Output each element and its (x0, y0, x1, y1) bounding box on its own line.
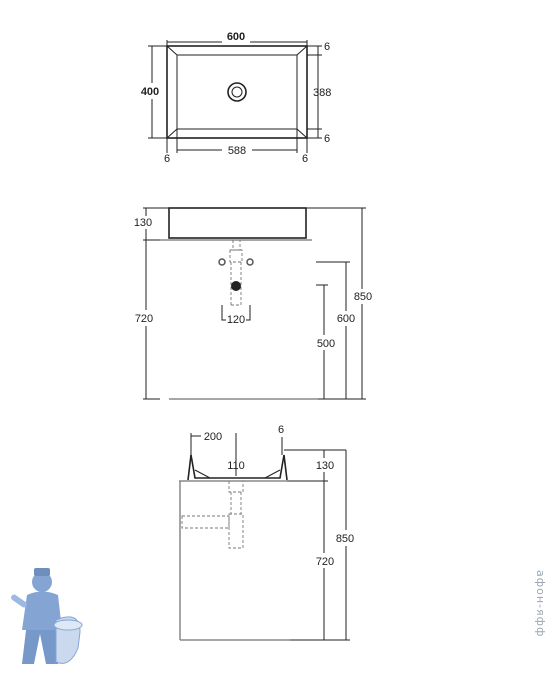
dim-basin-130-side: 130 (316, 460, 334, 472)
dim-rim-bottom: 6 (324, 133, 330, 145)
dim-height-850-side: 850 (336, 533, 354, 545)
dim-drain-110: 110 (227, 460, 245, 472)
front-view: 120 130 720 500 600 850 (134, 207, 372, 400)
drain-icon (227, 82, 247, 102)
dim-width-600: 600 (227, 31, 245, 43)
dim-basin-130: 130 (134, 217, 152, 229)
basin-front (168, 207, 307, 239)
watermark-text: афон-яфф (534, 570, 547, 638)
dim-rim-left: 6 (164, 153, 170, 165)
dim-depth-200: 200 (204, 431, 222, 443)
dim-inner-388: 388 (313, 87, 331, 99)
dim-rim-6: 6 (278, 424, 284, 436)
basin-side-profile (190, 454, 285, 479)
top-view: 600 400 6 388 6 588 6 6 (141, 31, 332, 165)
basin-outer-outline (166, 45, 308, 139)
wall-fixing-left-icon (218, 258, 226, 266)
dim-waste-120: 120 (227, 314, 245, 326)
dim-counter-720: 720 (135, 313, 153, 325)
side-view: 200 6 110 130 720 850 (179, 424, 354, 641)
wall-fixing-right-icon (246, 258, 254, 266)
dim-counter-720-side: 720 (316, 556, 334, 568)
dim-height-600: 600 (337, 313, 355, 325)
dim-height-850: 850 (354, 291, 372, 303)
waste-outlet-icon (231, 281, 241, 291)
dim-height-500: 500 (317, 338, 335, 350)
dim-rim-top: 6 (324, 41, 330, 53)
basin-inner-outline (176, 54, 298, 130)
dim-rim-right: 6 (302, 153, 308, 165)
dim-height-400: 400 (141, 86, 159, 98)
plumber-logo (11, 568, 83, 664)
dim-inner-588: 588 (228, 145, 246, 157)
